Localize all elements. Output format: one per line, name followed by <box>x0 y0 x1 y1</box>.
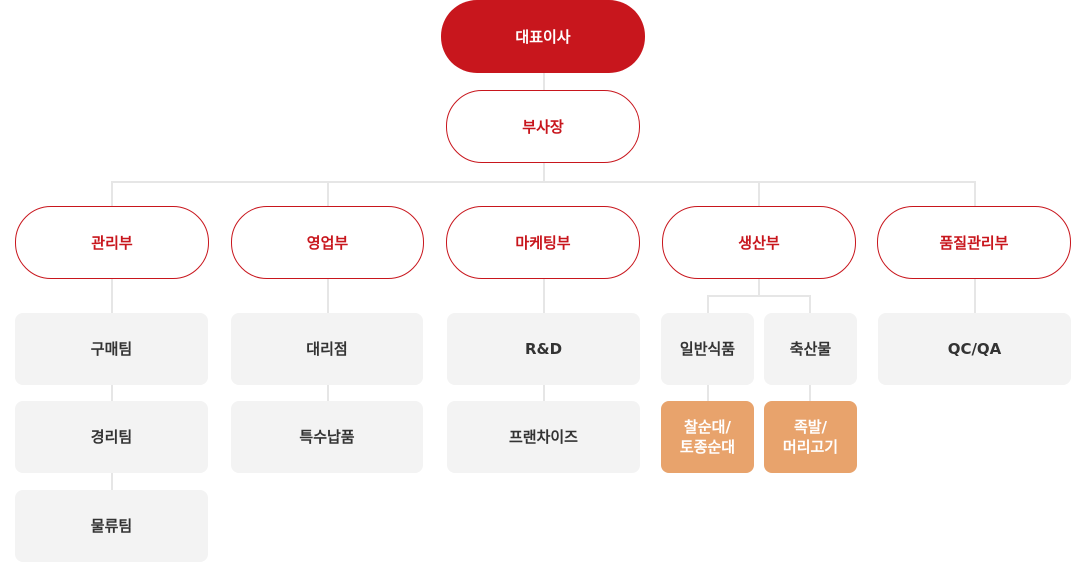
dept-quality: 품질관리부 <box>877 206 1071 279</box>
dept-management: 관리부 <box>15 206 209 279</box>
connector-dept-5-teams <box>974 279 976 313</box>
team-purchasing: 구매팀 <box>15 313 208 385</box>
product-jokbal: 족발/ 머리고기 <box>764 401 857 473</box>
connector-dept-4-horizontal <box>707 295 811 297</box>
connector-horizontal-bus <box>111 181 976 183</box>
dept-sales: 영업부 <box>231 206 424 279</box>
product-sundae: 찰순대/ 토종순대 <box>661 401 754 473</box>
connector-vp-bus <box>543 163 545 181</box>
connector-dept-4-left <box>707 295 709 313</box>
connector-division-2-sub <box>809 384 811 401</box>
product-jokbal-line-1: 족발/ <box>793 418 828 436</box>
team-logistics: 물류팀 <box>15 490 208 562</box>
dept-marketing: 마케팅부 <box>446 206 640 279</box>
connector-bus-dept-2 <box>327 181 329 206</box>
connector-ceo-vp <box>543 73 545 90</box>
dept-production: 생산부 <box>662 206 856 279</box>
team-agency: 대리점 <box>231 313 423 385</box>
connector-bus-dept-5 <box>974 181 976 206</box>
team-special-supply: 특수납품 <box>231 401 423 473</box>
product-sundae-line-1: 찰순대/ <box>684 418 731 436</box>
team-franchise: 프랜차이즈 <box>447 401 640 473</box>
connector-dept-4-split <box>758 279 760 296</box>
connector-division-1-sub <box>707 384 709 401</box>
connector-bus-dept-1 <box>111 181 113 206</box>
team-accounting: 경리팀 <box>15 401 208 473</box>
team-rnd: R&D <box>447 313 640 385</box>
product-jokbal-line-2: 머리고기 <box>782 438 839 456</box>
team-qc-qa: QC/QA <box>878 313 1071 385</box>
product-sundae-line-2: 토종순대 <box>679 438 736 456</box>
division-livestock: 축산물 <box>764 313 857 385</box>
ceo-box: 대표이사 <box>441 0 645 73</box>
division-general-food: 일반식품 <box>661 313 754 385</box>
connector-dept-4-right <box>809 295 811 313</box>
vice-president-box: 부사장 <box>446 90 640 163</box>
connector-bus-dept-4 <box>758 181 760 206</box>
